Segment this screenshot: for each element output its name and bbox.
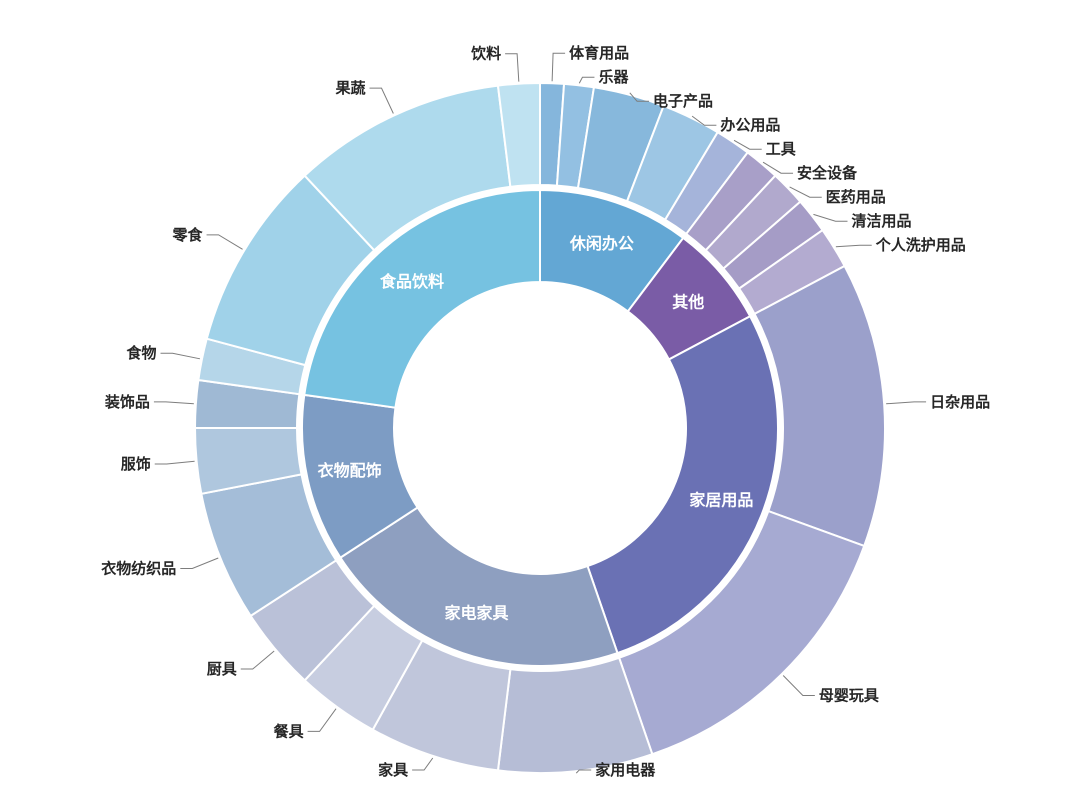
- inner-segment-label: 其他: [672, 292, 704, 311]
- label-leader-line: [782, 675, 815, 696]
- outer-segment-label: 餐具: [274, 722, 304, 740]
- outer-segment-label: 母婴玩具: [819, 687, 879, 704]
- label-leader-line: [154, 460, 195, 465]
- label-leader-line: [505, 53, 520, 82]
- label-leader-line: [180, 557, 219, 569]
- outer-segment-label: 家具: [378, 761, 408, 779]
- label-leader-line: [578, 76, 595, 84]
- outer-segment-label: 果蔬: [335, 79, 366, 97]
- inner-segment-label: 衣物配饰: [318, 461, 382, 480]
- inner-segment-label: 家电家具: [445, 603, 509, 622]
- outer-segment-label: 乐器: [598, 68, 629, 86]
- outer-segment-label: 衣物纺织品: [101, 559, 176, 577]
- outer-segment-label: 饮料: [470, 45, 501, 63]
- outer-segment-label: 食物: [127, 344, 157, 362]
- outer-segment-label: 零食: [172, 226, 204, 244]
- label-leader-line: [886, 401, 927, 405]
- inner-segment-3[interactable]: [339, 506, 619, 667]
- inner-segment-5[interactable]: [303, 188, 541, 409]
- label-leader-line: [733, 139, 762, 150]
- label-leader-line: [691, 115, 717, 126]
- outer-segment-label: 服饰: [121, 455, 151, 473]
- inner-segment-label: 休闲办公: [569, 234, 634, 253]
- outer-segment-label: 医药用品: [826, 188, 886, 206]
- outer-segment-label: 安全设备: [797, 164, 858, 182]
- label-leader-line: [153, 401, 194, 405]
- label-leader-line: [789, 186, 822, 198]
- label-leader-line: [629, 92, 650, 102]
- outer-segment-label: 厨具: [207, 661, 237, 678]
- outer-segment-label: 装饰品: [104, 393, 150, 411]
- label-leader-line: [240, 650, 275, 670]
- label-leader-line: [206, 234, 243, 250]
- label-leader-line: [575, 769, 592, 774]
- outer-segment-label: 电子产品: [653, 92, 713, 110]
- outer-segment-label: 日杂用品: [930, 393, 990, 411]
- outer-segment-label: 工具: [766, 141, 796, 158]
- inner-segment-label: 家居用品: [689, 490, 753, 509]
- label-leader-line: [762, 161, 794, 174]
- label-leader-line: [835, 244, 872, 248]
- label-leader-line: [307, 708, 337, 732]
- outer-segment-label: 家用电器: [595, 761, 656, 779]
- outer-segment-label: 办公用品: [720, 116, 780, 134]
- inner-segment-label: 食品饮料: [379, 272, 444, 291]
- label-leader-line: [813, 213, 848, 222]
- outer-segment-label: 清洁用品: [852, 212, 912, 230]
- outer-segment-label: 个人洗护用品: [875, 236, 966, 254]
- label-leader-line: [160, 352, 201, 360]
- label-leader-line: [369, 87, 394, 114]
- label-leader-line: [412, 757, 434, 771]
- outer-segment-5-3[interactable]: [496, 81, 541, 188]
- outer-segment-label: 体育用品: [569, 44, 629, 62]
- inner-segment-2[interactable]: [586, 314, 779, 655]
- label-leader-line: [551, 52, 566, 82]
